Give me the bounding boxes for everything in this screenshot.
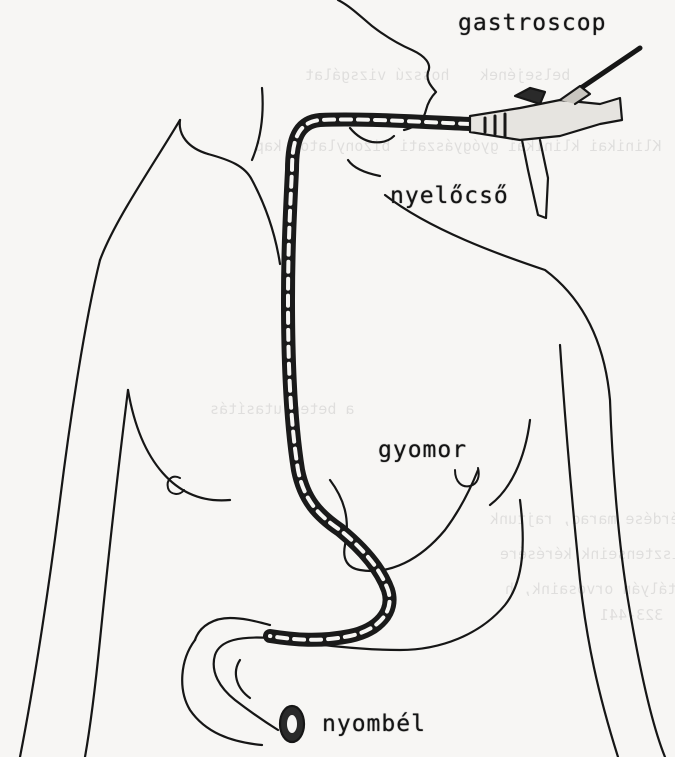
left-arm-outer-line <box>20 260 100 757</box>
gastroscope-valve <box>515 88 545 104</box>
left-shoulder-line <box>180 120 208 154</box>
esophagus-label: nyelőcső <box>390 183 509 209</box>
chin-line <box>350 128 394 142</box>
duodenum-label: nyombél <box>322 711 426 737</box>
duodenum-outline <box>214 638 278 730</box>
left-shoulder-arm-line <box>100 120 180 260</box>
stomach-outline <box>330 470 478 571</box>
left-chest-line <box>208 154 280 264</box>
stomach-label: gyomor <box>378 437 467 463</box>
duodenum-opening-inner <box>287 715 297 733</box>
left-arm-inner-line <box>85 390 128 757</box>
left-pectoral-line <box>128 390 230 500</box>
gastroscope-label: gastroscop <box>458 10 606 36</box>
neck-left-line <box>252 88 263 160</box>
duodenum-inner-line <box>236 660 250 698</box>
right-shoulder-line <box>385 195 665 757</box>
gastroscope-cable <box>575 48 640 92</box>
duodenum-outer-line <box>182 640 262 745</box>
neck-right-line <box>348 160 380 176</box>
right-pectoral-line <box>490 420 530 505</box>
gastroscope-body <box>470 98 622 140</box>
stomach-lower-curve <box>270 500 523 650</box>
gastroscope-port <box>522 140 548 218</box>
head-profile-line <box>338 0 436 130</box>
